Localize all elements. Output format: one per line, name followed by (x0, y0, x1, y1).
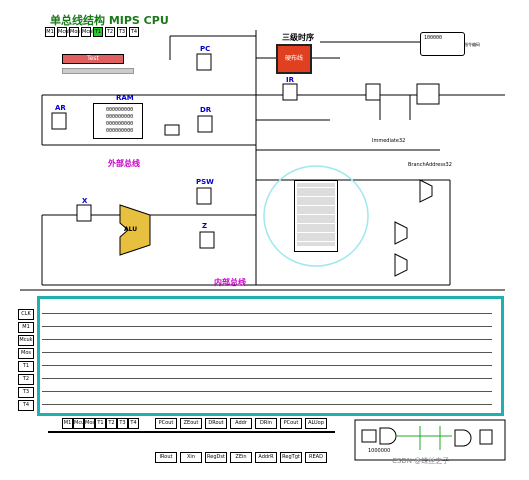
ram-row: 000000000 (106, 121, 134, 127)
panel-signal-line (42, 404, 492, 405)
bottom-signal-regdst[interactable]: RegDst (205, 452, 227, 463)
led-mos[interactable]: Mos (69, 27, 80, 37)
panel-signal-line (42, 339, 492, 340)
regfile-row (297, 232, 335, 237)
regfile-highlight (263, 165, 369, 267)
ram-row: 000000000 (106, 107, 134, 113)
right-group-label: 1000000 (368, 448, 391, 454)
regfile-row (297, 228, 335, 232)
timing-logic-frame (354, 419, 506, 461)
alu-shape (119, 204, 151, 256)
timing-title: 三级时序 (282, 33, 314, 42)
bottom-led-t4[interactable]: T4 (128, 418, 139, 429)
regfile-rows (295, 181, 337, 248)
bottom-signal-addrr[interactable]: AddrR (255, 452, 277, 463)
bottom-signal-drout[interactable]: DRout (205, 418, 227, 429)
regfile-row (297, 196, 335, 201)
ar-label: AR (55, 104, 66, 112)
panel-signal-t3[interactable]: T3 (18, 387, 34, 398)
panel-signal-line (42, 313, 492, 314)
led-t4[interactable]: T4 (129, 27, 139, 37)
x-label: X (82, 197, 88, 205)
regfile-row (297, 205, 335, 210)
panel-signal-mcuk[interactable]: Mcuk (18, 335, 34, 346)
registers (51, 53, 440, 249)
led-t1[interactable]: T1 (93, 27, 103, 37)
bottom-signal-aluop[interactable]: ALUop (305, 418, 327, 429)
inner-bus-label: 内部总线 (214, 278, 246, 287)
mode-bar-slider[interactable] (62, 68, 134, 74)
bottom-signal-zein[interactable]: ZEin (230, 452, 252, 463)
ram-row: 000000000 (106, 128, 134, 134)
panel-signal-mos[interactable]: Mos (18, 348, 34, 359)
muxes (394, 179, 433, 277)
regfile-row (297, 210, 335, 214)
ram-row: 000000000 (106, 114, 134, 120)
panel-signal-t1[interactable]: T1 (18, 361, 34, 372)
ir-label: IR (286, 76, 294, 84)
signal-lines-green (395, 426, 452, 450)
panel-signal-line (42, 365, 492, 366)
z-label: Z (202, 222, 208, 230)
outer-bus-label: 外部总线 (108, 159, 140, 168)
bottom-signal-read[interactable]: READ (305, 452, 327, 463)
led-mcuk[interactable]: Mcuk (57, 27, 72, 37)
regfile-row (297, 187, 335, 192)
panel-signal-clk[interactable]: CLK (18, 309, 34, 320)
bottom-led-t3[interactable]: T3 (117, 418, 128, 429)
led-t3[interactable]: T3 (117, 27, 127, 37)
instr-display: 100000 (420, 32, 465, 56)
regfile-row (297, 219, 335, 223)
led-m1[interactable]: M1 (45, 27, 55, 37)
instr-display-label: 指令编码 (464, 42, 480, 47)
panel-signal-t4[interactable]: T4 (18, 400, 34, 411)
panel-signal-line (42, 378, 492, 379)
gates (361, 427, 493, 447)
bottom-signal-pcout[interactable]: PCout (155, 418, 177, 429)
bottom-led-mcuk[interactable]: Mcuk (73, 418, 87, 429)
mode-bar[interactable]: Test (62, 54, 124, 64)
bottom-led-t1[interactable]: T1 (95, 418, 106, 429)
regfile-row (297, 237, 335, 241)
bottom-led-mos[interactable]: Mos (84, 418, 95, 429)
alu-label: ALU (124, 226, 138, 233)
page-title: 单总线结构 MIPS CPU (50, 14, 169, 27)
bottom-signal-zeout[interactable]: ZEout (180, 418, 202, 429)
pc-label: PC (200, 45, 211, 53)
bottom-signal-regtgt[interactable]: RegTgt (280, 452, 302, 463)
regfile-row (297, 223, 335, 228)
bottom-led-m1[interactable]: M1 (62, 418, 73, 429)
bottom-led-t2[interactable]: T2 (106, 418, 117, 429)
panel-signal-line (42, 326, 492, 327)
led-t2[interactable]: T2 (105, 27, 115, 37)
regfile-row (297, 241, 335, 246)
watermark: CSDN @蛛丝之子 (392, 457, 450, 465)
regfile-row (297, 183, 335, 187)
bottom-signal-addr[interactable]: Addr (230, 418, 252, 429)
register-file (294, 180, 338, 252)
mode-label: Test (87, 55, 99, 62)
branch-label: BranchAddress32 (408, 162, 452, 168)
ram-label: RAM (116, 94, 134, 102)
regfile-row (297, 201, 335, 205)
panel-signal-line (42, 391, 492, 392)
bottom-signal-drin[interactable]: DRin (255, 418, 277, 429)
regfile-row (297, 214, 335, 219)
bottom-signal-xin[interactable]: Xin (180, 452, 202, 463)
led-mcnk[interactable]: Mcnk (81, 27, 96, 37)
state-machine: 硬布线 (276, 44, 312, 74)
panel-signal-t2[interactable]: T2 (18, 374, 34, 385)
bottom-signal-pcout[interactable]: PCout (280, 418, 302, 429)
immediate-label: Immediate32 (372, 138, 406, 144)
bottom-signal-irout[interactable]: IRout (155, 452, 177, 463)
regfile-row (297, 192, 335, 196)
psw-label: PSW (196, 178, 214, 186)
panel-signal-line (42, 352, 492, 353)
panel-signal-m1[interactable]: M1 (18, 322, 34, 333)
dr-label: DR (200, 106, 212, 114)
